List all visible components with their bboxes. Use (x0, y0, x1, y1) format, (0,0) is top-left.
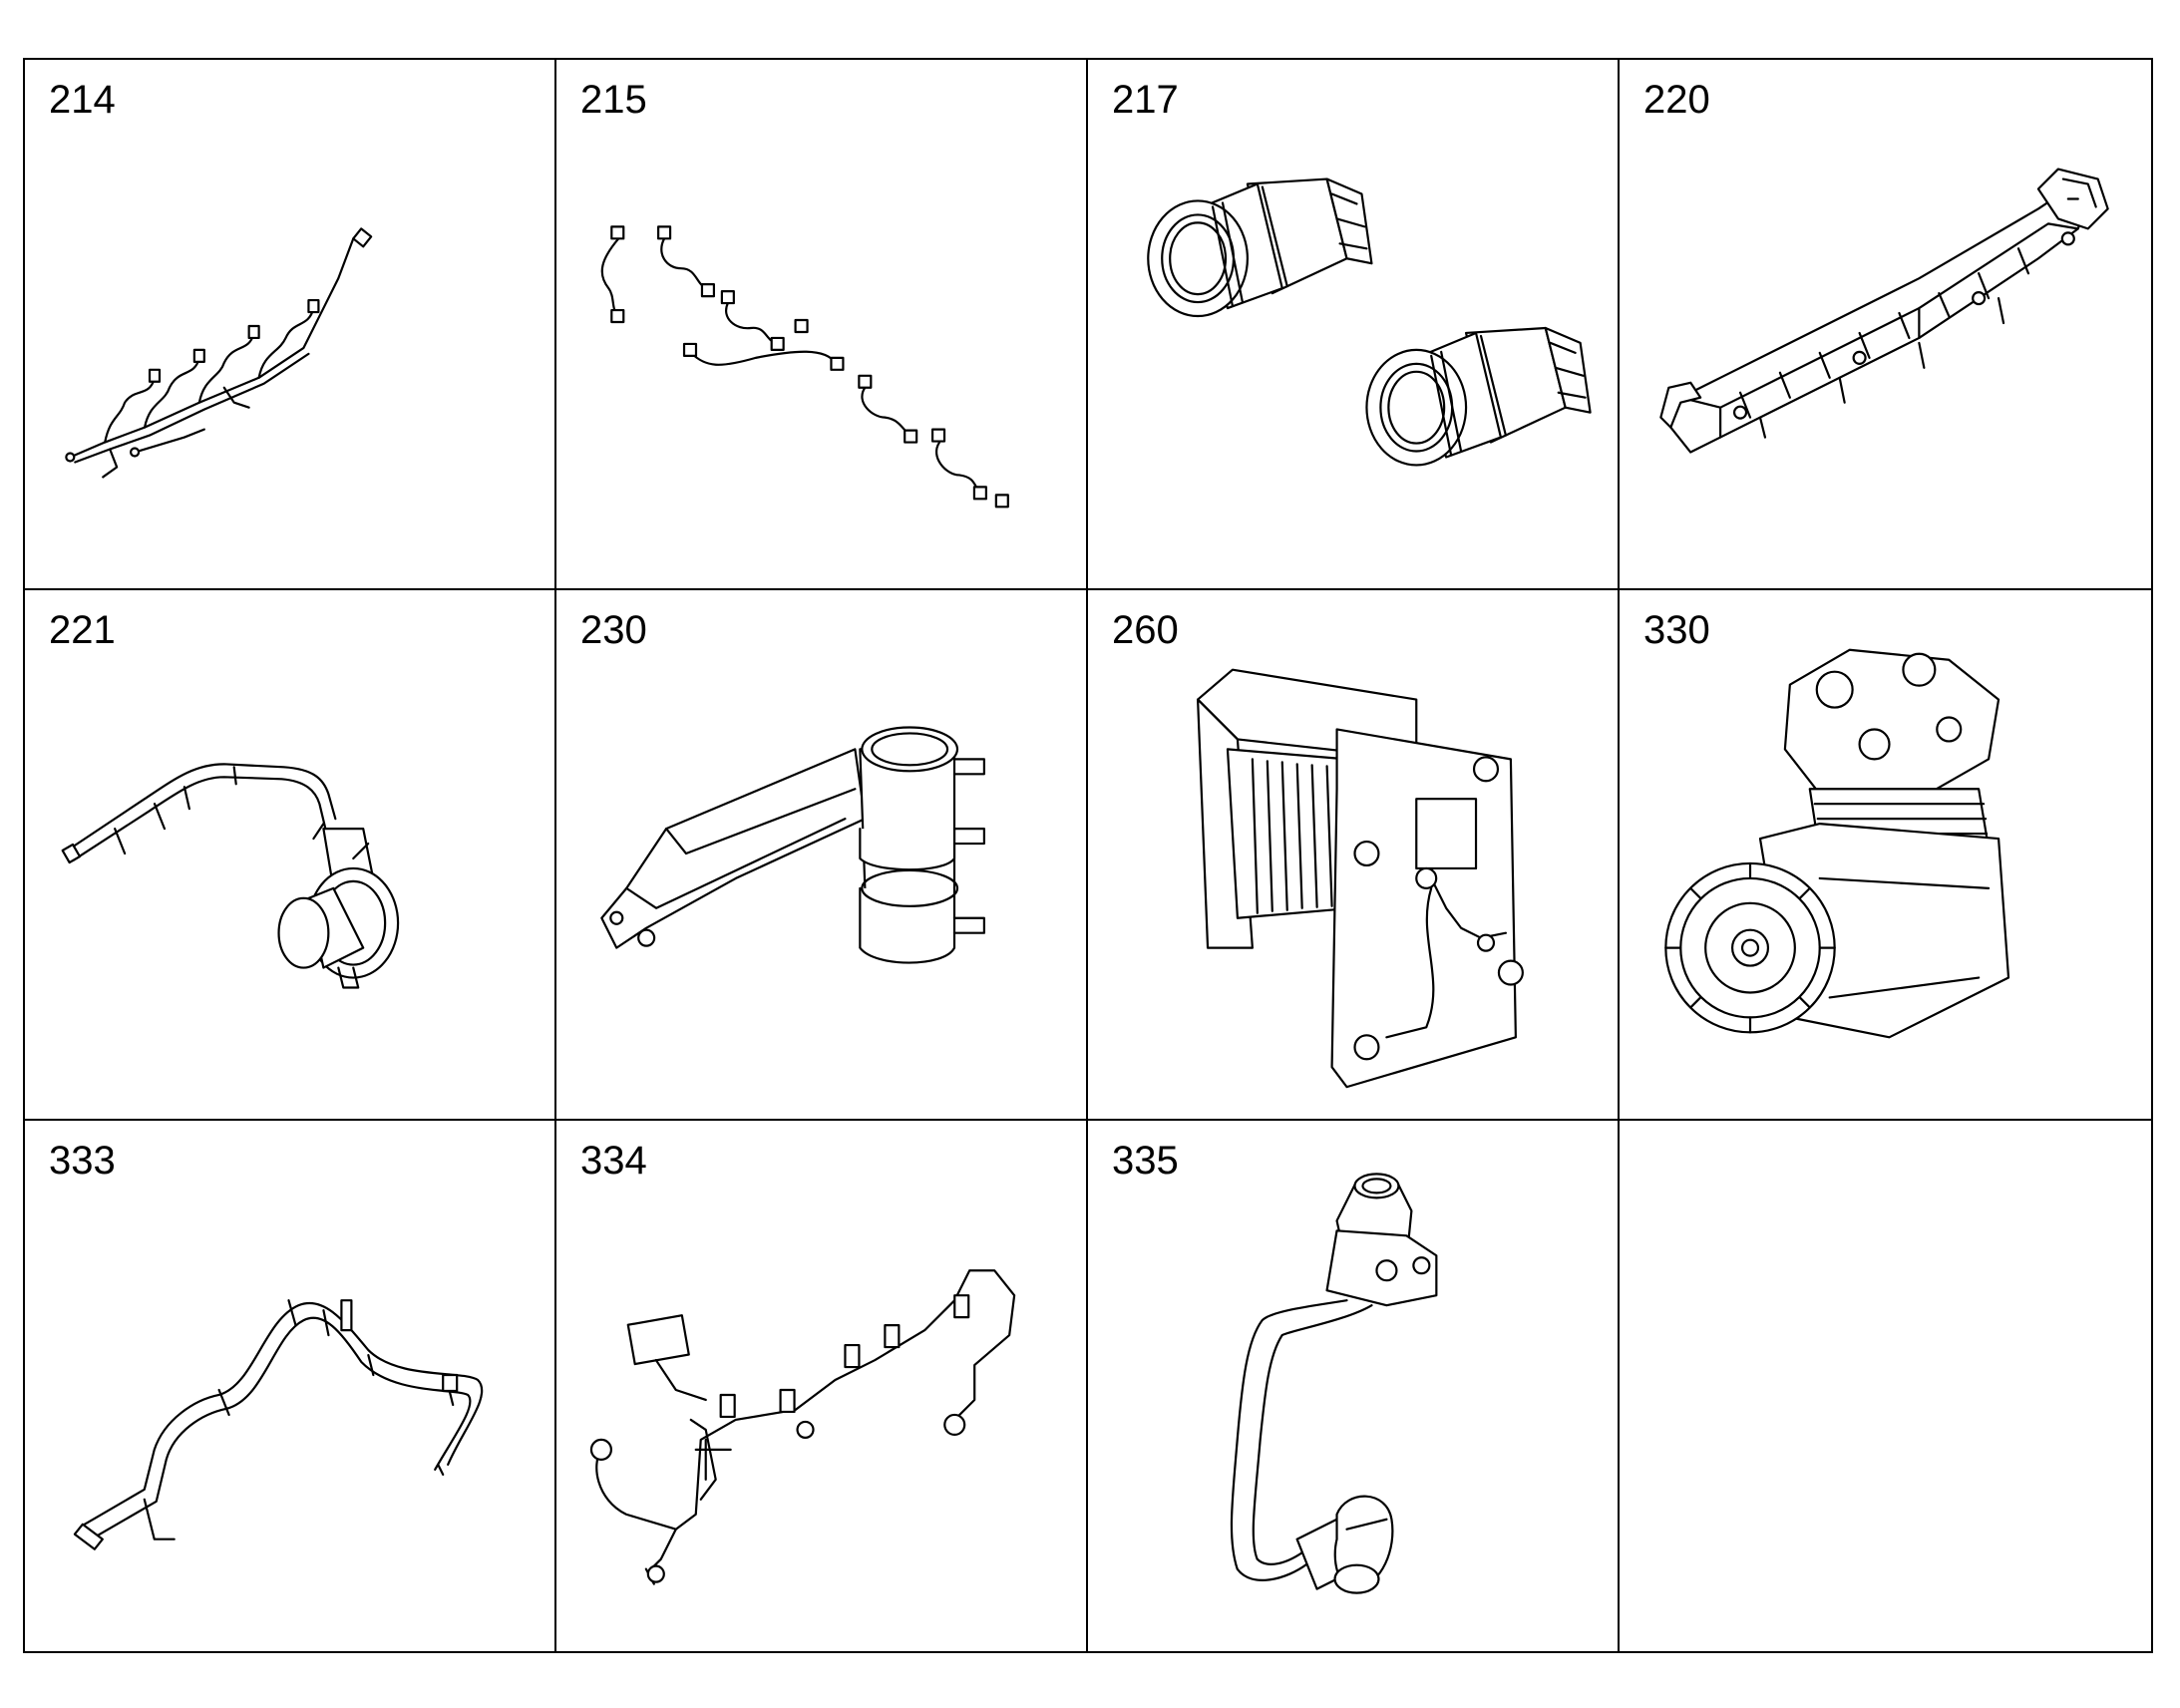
part-cell-230[interactable]: 230 (556, 590, 1088, 1121)
coolant-pipe-clamp-icon (61, 763, 400, 989)
part-number: 221 (49, 608, 116, 652)
pipe-union-fittings-icon (1147, 177, 1592, 467)
part-number: 214 (49, 78, 116, 122)
part-number: 260 (1112, 608, 1179, 652)
part-cell-334[interactable]: 334 (556, 1121, 1088, 1651)
parts-grid: 214 215 (23, 58, 2153, 1653)
part-cell-330[interactable]: 330 (1620, 590, 2151, 1121)
part-cell-333[interactable]: 333 (25, 1121, 556, 1651)
part-number: 334 (580, 1139, 647, 1183)
part-number: 217 (1112, 78, 1179, 122)
part-cell-214[interactable]: 214 (25, 60, 556, 590)
fuel-rail-manifold-icon (1659, 168, 2109, 454)
part-cell-220[interactable]: 220 (1620, 60, 2151, 590)
part-number: 220 (1643, 78, 1710, 122)
empty-cell (1620, 1121, 2151, 1651)
part-cell-215[interactable]: 215 (556, 60, 1088, 590)
part-number: 335 (1112, 1139, 1179, 1183)
fuel-line-harness-icon (65, 227, 373, 479)
elbow-pipe-fitting-icon (1230, 1173, 1438, 1594)
part-cell-217[interactable]: 217 (1088, 60, 1620, 590)
part-cell-260[interactable]: 260 (1088, 590, 1620, 1121)
air-compressor-gear-icon (1664, 648, 2010, 1039)
bent-hose-assembly-icon (73, 1299, 484, 1550)
injector-pipe-set-icon (600, 225, 1009, 509)
tube-harness-bracket-icon (589, 1269, 1016, 1585)
part-number: 330 (1643, 608, 1710, 652)
part-number: 215 (580, 78, 647, 122)
part-number: 230 (580, 608, 647, 652)
part-cell-335[interactable]: 335 (1088, 1121, 1620, 1651)
part-number: 333 (49, 1139, 116, 1183)
heat-exchanger-plate-icon (1196, 668, 1524, 1089)
exhaust-bracket-clamp-icon (600, 726, 985, 964)
part-cell-221[interactable]: 221 (25, 590, 556, 1121)
